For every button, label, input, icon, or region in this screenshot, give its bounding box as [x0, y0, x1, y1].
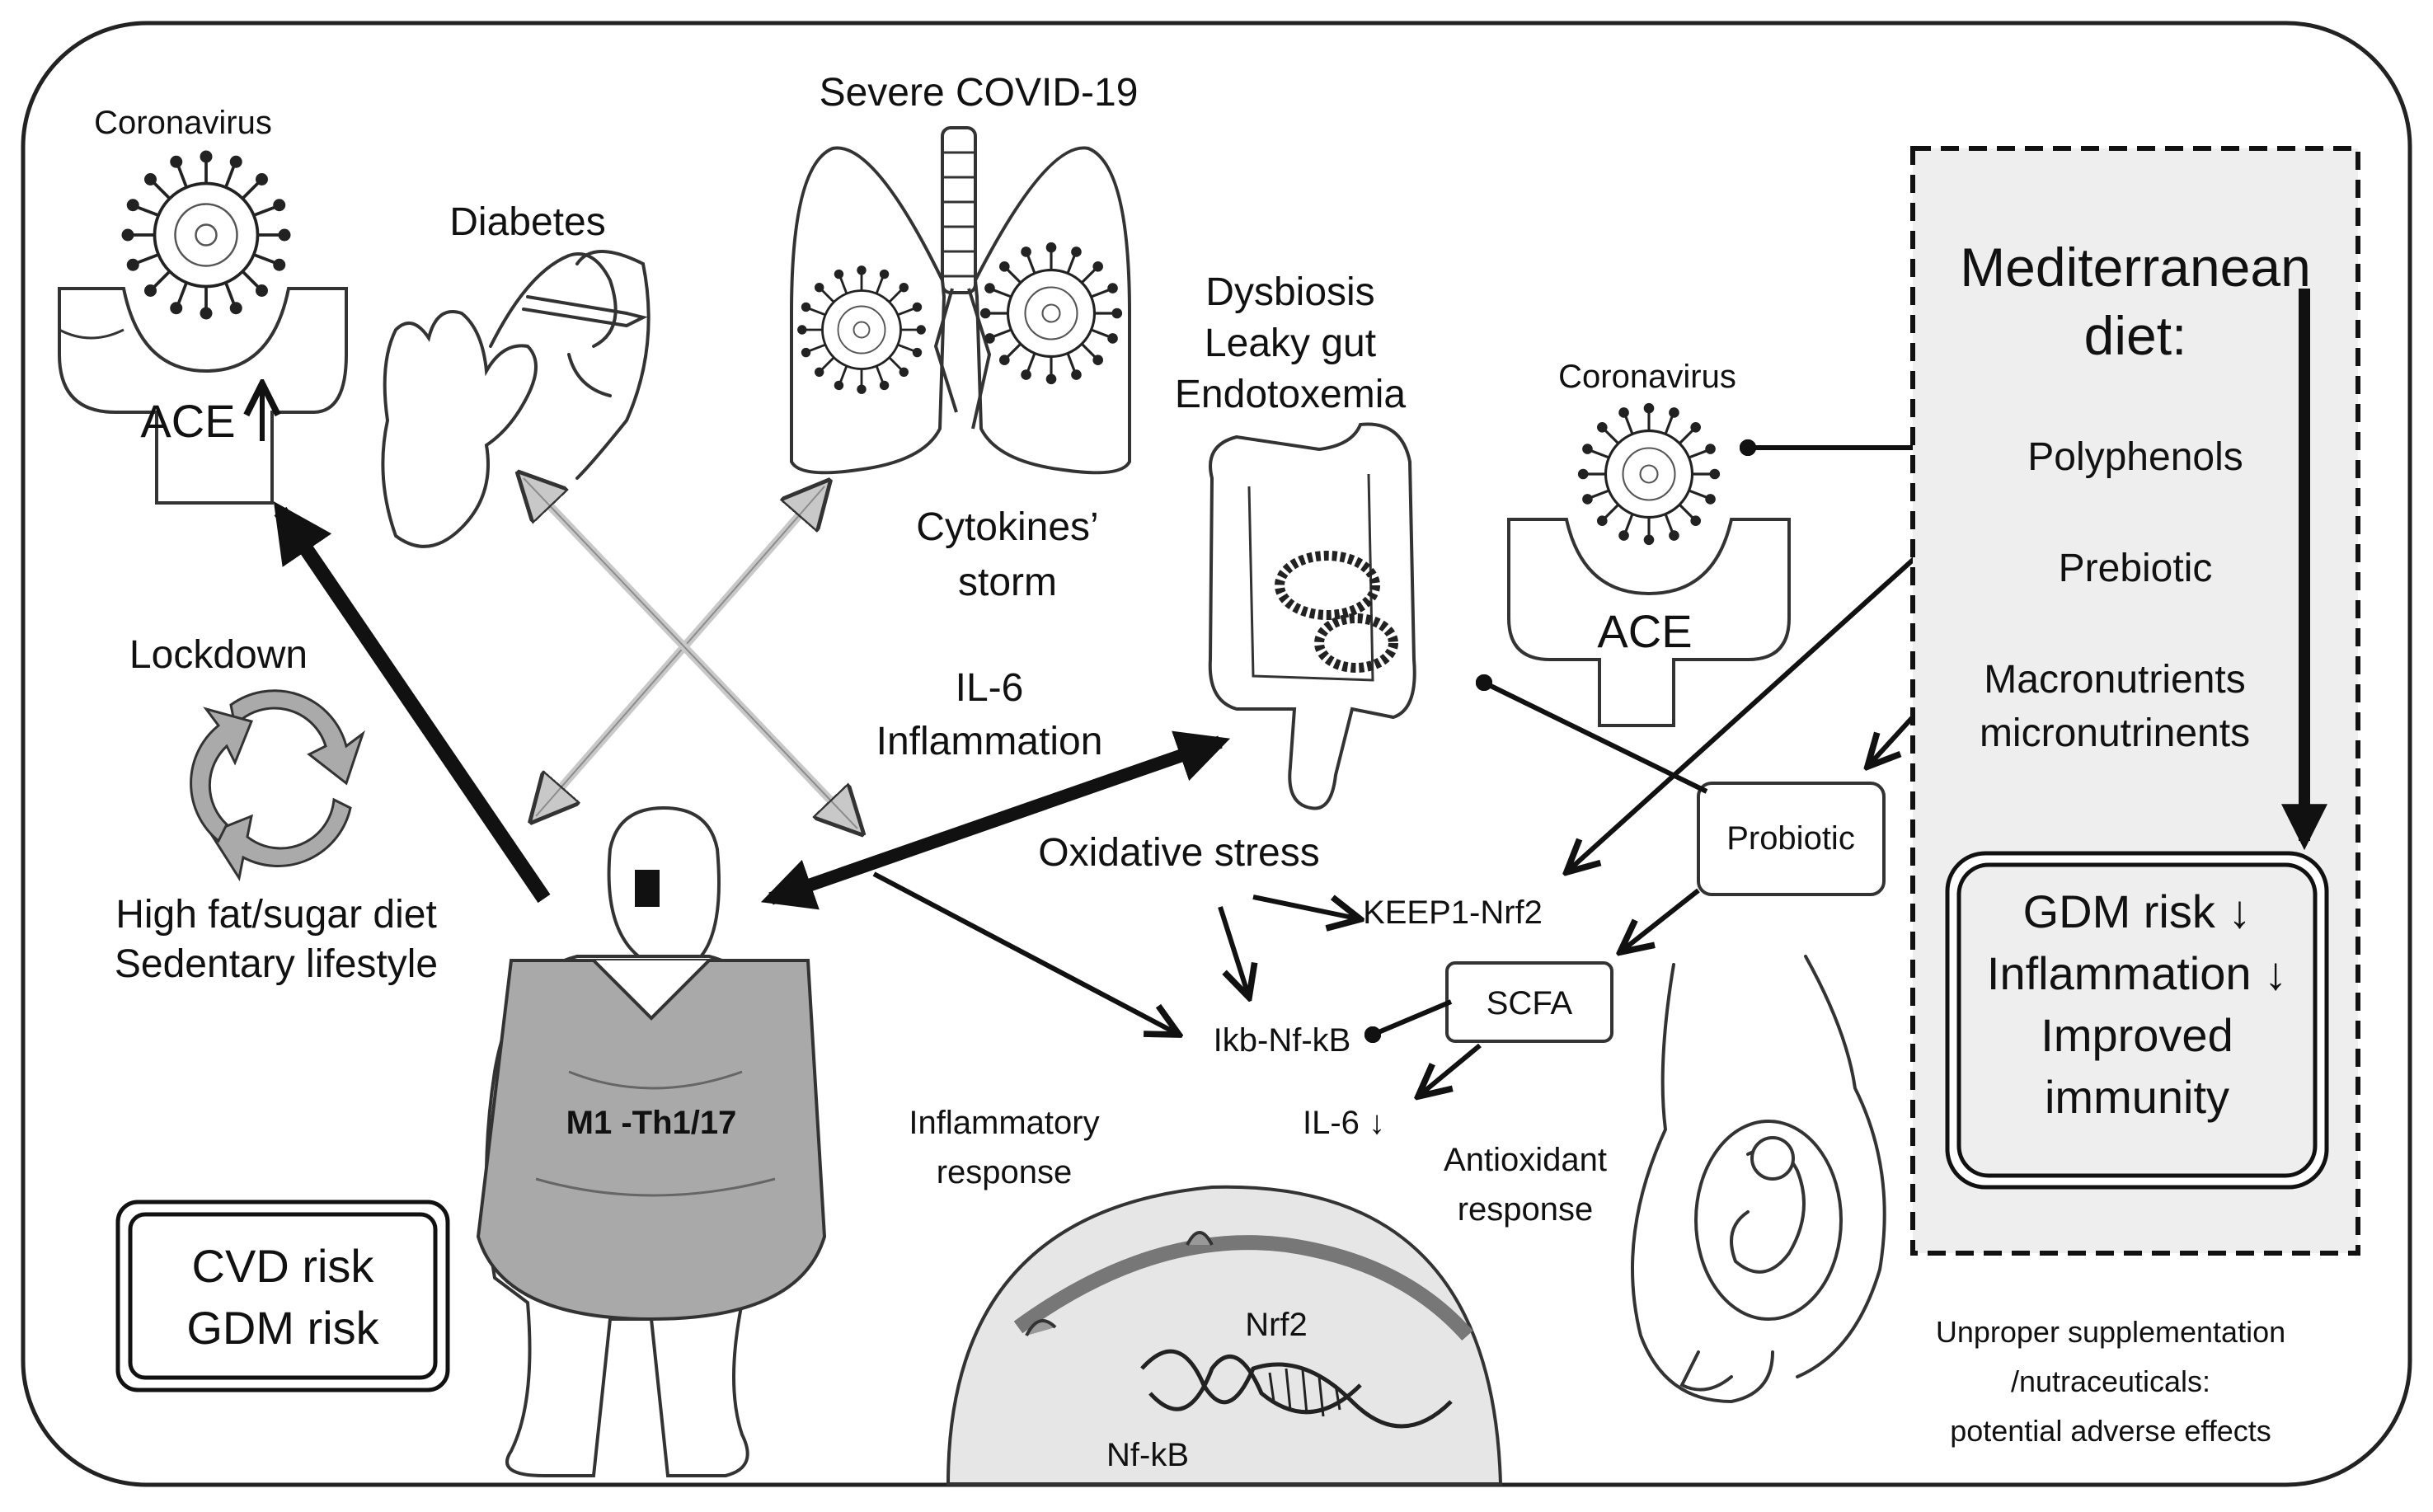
scfa-il6-arrow: [1418, 1043, 1482, 1096]
prebiotic-label: Prebiotic: [2059, 547, 2213, 590]
polyphenols-label: Polyphenols: [2027, 435, 2243, 479]
diabetes-label: Diabetes: [449, 200, 605, 244]
oxidative-stress-label: Oxidative stress: [1038, 831, 1319, 875]
coronavirus-right-label: Coronavirus: [1558, 359, 1736, 395]
outcome-improved-label: Improved: [2041, 1009, 2233, 1061]
nfkb-label: Nf-kB: [1106, 1437, 1189, 1473]
obesity-ikb-arrow: [872, 871, 1179, 1035]
cvd-risk-box: [128, 1212, 438, 1380]
cytokines-label-line2: storm: [958, 561, 1057, 604]
probiotic-scfa-arrow: [1620, 888, 1700, 952]
inflammatory-response-label-line1: Inflammatory: [909, 1105, 1099, 1141]
dysbiosis-label-line2: Leaky gut: [1205, 322, 1376, 365]
scfa-label: SCFA: [1487, 985, 1573, 1021]
macronutrients-label-line2: micronutrinents: [1980, 711, 2250, 755]
gdm-risk-label: GDM risk: [186, 1302, 379, 1354]
probiotic-label: Probiotic: [1726, 820, 1855, 857]
unproper-label-line1: Unproper supplementation: [1936, 1315, 2285, 1349]
cvd-risk-label: CVD risk: [192, 1240, 375, 1292]
il6-down-label: IL-6 ↓: [1303, 1105, 1385, 1141]
il6-label-line2: Inflammation: [876, 720, 1103, 763]
unproper-label-line3: potential adverse effects: [1950, 1414, 2271, 1448]
unproper-label-line2: /nutraceuticals:: [2011, 1364, 2210, 1398]
ikb-nfkb-label: Ikb-Nf-kB: [1214, 1022, 1351, 1059]
lungs-illustration: [790, 126, 1131, 475]
outcome-inflammation-label: Inflammation ↓: [1987, 947, 2287, 999]
mediterranean-diet-title-line1: Mediterranean: [1960, 237, 2311, 298]
il6-label-line1: IL-6: [956, 666, 1024, 710]
diabetes-hands-illustration: [381, 250, 651, 548]
cytokines-label-line1: Cytokines’: [916, 505, 1098, 549]
intestine-illustration: [1208, 422, 1416, 810]
dysbiosis-label-line3: Endotoxemia: [1175, 373, 1406, 416]
antioxidant-response-label-line1: Antioxidant: [1444, 1142, 1607, 1178]
severe-covid-label: Severe COVID-19: [820, 71, 1139, 115]
ace-left-label: ACE: [140, 395, 235, 447]
inflammatory-response-label-line2: response: [937, 1154, 1073, 1190]
diet-label-line2: Sedentary lifestyle: [115, 942, 438, 986]
stress-keep1-arrow: [1252, 895, 1360, 919]
nrf2-label: Nrf2: [1245, 1307, 1308, 1343]
keep1-nrf2-label: KEEP1-Nrf2: [1363, 895, 1543, 931]
nucleus-illustration: [946, 1185, 1503, 1486]
probiotic-box: [1697, 782, 1886, 896]
coronavirus-left-illustration: [58, 148, 348, 505]
probiotic-gut-inhibit: [1475, 674, 1708, 794]
macronutrients-label-line1: Macronutrients: [1984, 658, 2245, 702]
obese-person-illustration: [476, 805, 827, 1477]
diet-label-line1: High fat/sugar diet: [115, 893, 437, 937]
lockdown-cycle-icon: [190, 689, 365, 881]
coronavirus-right-illustration: [1507, 401, 1791, 727]
obesity-gut-arrow: [760, 730, 1231, 910]
pregnant-woman-illustration: [1631, 955, 1886, 1404]
stress-ikb-arrow: [1218, 906, 1249, 998]
m1-th-label: M1 -Th1/17: [566, 1105, 737, 1141]
dysbiosis-label-line1: Dysbiosis: [1205, 270, 1374, 314]
ace-right-label: ACE: [1597, 605, 1692, 657]
mediterranean-diet-title-line2: diet:: [2084, 305, 2187, 366]
outcome-gdm-label: GDM risk ↓: [2023, 885, 2252, 937]
antioxidant-response-label-line2: response: [1458, 1191, 1594, 1228]
scfa-nfkb-inhibit: [1364, 999, 1453, 1044]
obesity-ace-arrow: [273, 501, 551, 904]
outcome-box: [1956, 862, 2318, 1178]
coronavirus-left-label: Coronavirus: [94, 105, 272, 141]
lockdown-label: Lockdown: [129, 633, 308, 677]
outcome-immunity-label: immunity: [2045, 1071, 2229, 1123]
